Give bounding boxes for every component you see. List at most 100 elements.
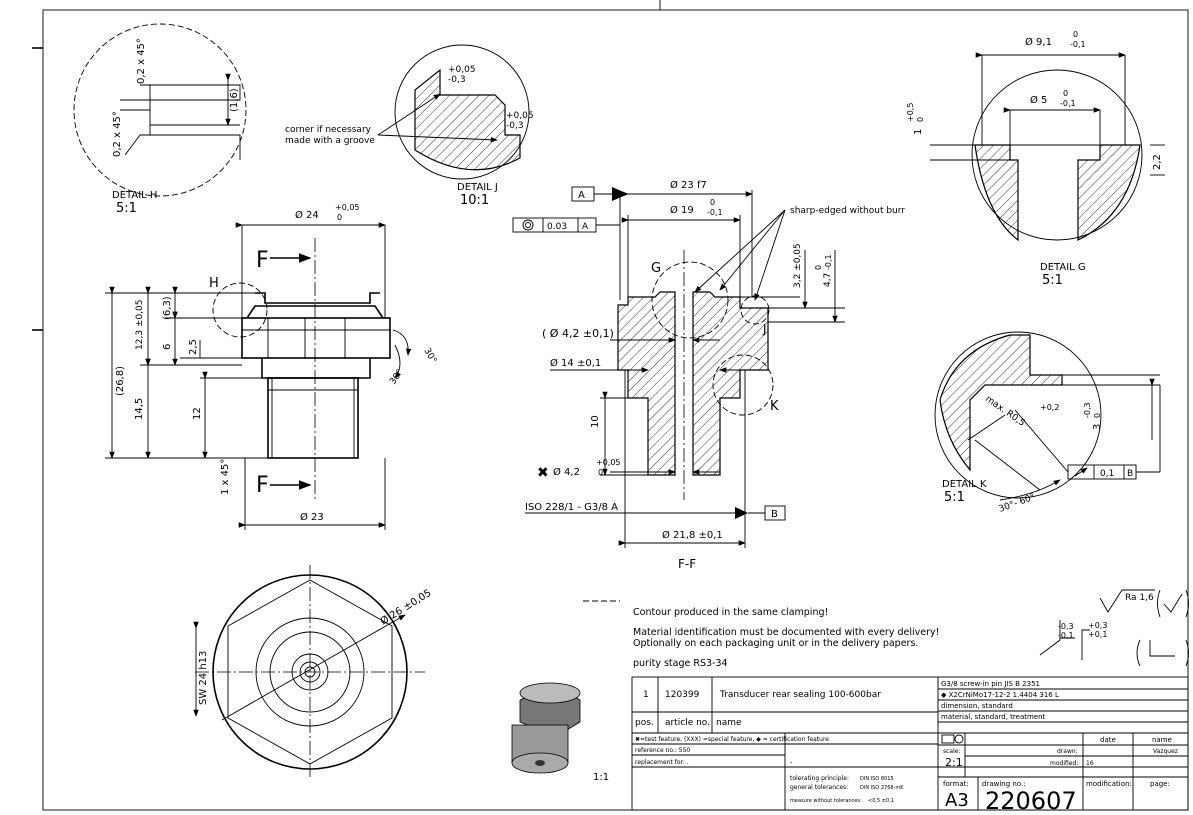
tb-material3: material, standard, treatment bbox=[941, 713, 1046, 721]
detail-h-dim-height: (1,6) bbox=[229, 88, 240, 112]
section-view-dim-4-7-tol-bot: -0,1 bbox=[824, 254, 833, 270]
surface-symbols: Ra 1,6 -0,3 -0,1 +0,3 +0,1 bbox=[1039, 589, 1189, 667]
section-view-detail-j: J bbox=[762, 322, 767, 336]
section-view-concentricity-ref: A bbox=[582, 222, 589, 232]
detail-g-dia-outer-tol-bot: -0,1 bbox=[1070, 40, 1086, 49]
detail-j-tol-2: -0,3 bbox=[448, 75, 466, 85]
tb-pos: 1 bbox=[643, 690, 649, 700]
section-view-dim-3-2: 3,2 ±0,05 bbox=[793, 243, 803, 288]
side-view-dim-12: 12 bbox=[192, 407, 203, 420]
section-view-dim-4-7-tol-top: 0 bbox=[814, 265, 823, 270]
side-view-angle-bottom: 30° bbox=[388, 368, 405, 387]
detail-g-dia-outer: Ø 9,1 bbox=[1025, 36, 1052, 48]
detail-k-tol-small: +0,2 bbox=[1040, 403, 1059, 412]
section-view-dia-19-tol-top: 0 bbox=[710, 198, 715, 207]
section-view-sharp-note: sharp-edged without burr bbox=[790, 206, 905, 216]
detail-k-radius: max. R0,5 bbox=[983, 394, 1026, 429]
tb-tol-principle-val: DIN ISO 8015 bbox=[860, 776, 894, 782]
tb-drawn-name: Vazquez bbox=[1153, 748, 1178, 755]
notes-line3: Optionally on each packaging unit or in … bbox=[633, 638, 918, 649]
tb-gen-tol-lbl: general tolerances: bbox=[790, 784, 848, 791]
tb-projection-icon bbox=[941, 734, 964, 744]
tb-scale-lbl: scale: bbox=[943, 748, 960, 755]
side-view-dia-top-tol-top: +0,05 bbox=[335, 203, 360, 212]
surface-tol-b-top: +0,3 bbox=[1088, 621, 1107, 630]
detail-j-tol-4: -0,3 bbox=[506, 121, 524, 131]
section-view-dia-4-2: Ø 4,2 bbox=[553, 466, 580, 478]
tb-drawing-no: 220607 bbox=[985, 787, 1077, 815]
section-view: G J K A 0.03 A Ø 23 f7 Ø 19 0 -0,1 sharp… bbox=[512, 179, 905, 571]
section-view-dim-4-7: 4,7 bbox=[823, 273, 833, 287]
detail-h-dim-chamfer-top: 0,2 x 45° bbox=[136, 38, 147, 84]
tb-tol-principle-lbl: tolerating principle: bbox=[790, 775, 849, 782]
section-view-label: F-F bbox=[678, 557, 696, 571]
tb-drawing-no-lbl: drawing no.: bbox=[982, 780, 1026, 788]
detail-g-dim-right: 2,2 bbox=[1152, 154, 1163, 170]
side-view-dia-bottom: Ø 23 bbox=[300, 511, 324, 523]
detail-k-runout-ref: B bbox=[1127, 469, 1133, 479]
detail-k-dim-3-tol-top: -0,3 bbox=[1083, 402, 1092, 418]
section-view-dia-4-2-tol-bot: 0 bbox=[598, 468, 603, 477]
side-view-dim-6: 6 bbox=[162, 344, 173, 350]
detail-g-dim-left-tol-bot: 0 bbox=[916, 117, 925, 122]
notes: Contour produced in the same clamping! M… bbox=[583, 600, 939, 669]
detail-g-label: DETAIL G bbox=[1040, 262, 1086, 273]
section-view-dia-23: Ø 23 f7 bbox=[670, 179, 707, 191]
detail-h-label: DETAIL H bbox=[112, 190, 157, 201]
notes-line1: Contour produced in the same clamping! bbox=[633, 607, 828, 618]
detail-k-dim-3-tol-bot: 0 bbox=[1093, 413, 1102, 418]
surface-tol-a-top: -0,3 bbox=[1058, 622, 1074, 631]
tb-format-lbl: format: bbox=[943, 780, 969, 788]
side-view-angle-top: 30° bbox=[421, 347, 438, 366]
tb-drawn-lbl: drawn: bbox=[1057, 748, 1078, 755]
detail-j-tol-3: +0,05 bbox=[506, 111, 534, 121]
side-view-dia-top-tol-bot: 0 bbox=[337, 213, 342, 222]
detail-j-label: DETAIL J bbox=[457, 182, 498, 193]
section-view-detail-g: G bbox=[651, 261, 661, 276]
drawing-frame bbox=[42, 9, 1189, 811]
side-view-dim-chamfer: 1 x 45° bbox=[220, 459, 231, 495]
detail-g: Ø 9,1 0 -0,1 Ø 5 0 -0,1 1 +0,5 0 2,2 DET… bbox=[906, 30, 1165, 288]
detail-g-dia-inner-tol-top: 0 bbox=[1063, 89, 1068, 98]
tb-name: Transducer rear sealing 100-600bar bbox=[719, 690, 881, 700]
tb-modified-val: 16 bbox=[1086, 760, 1094, 767]
detail-j-note-line1: corner if necessary bbox=[285, 125, 372, 135]
tb-hdr-pos: pos. bbox=[635, 718, 654, 728]
surface-ra: Ra 1,6 bbox=[1125, 593, 1154, 603]
side-view-dia-top: Ø 24 bbox=[295, 209, 319, 221]
iso-view: 1:1 bbox=[511, 682, 609, 783]
tb-hdr-name: name bbox=[716, 718, 742, 728]
detail-k: max. R0,5 +0,2 3 -0,3 0 30°- 60° 0,1 B D… bbox=[934, 331, 1161, 515]
section-view-dia-19-tol-bot: -0,1 bbox=[707, 208, 723, 217]
tb-page-lbl: page: bbox=[1150, 780, 1170, 788]
detail-k-label: DETAIL K bbox=[942, 479, 987, 490]
surface-tol-b-bot: +0,1 bbox=[1088, 630, 1107, 639]
side-view-section-letter-top: F bbox=[256, 248, 269, 273]
front-view-dia-26: Ø 26 ±0,05 bbox=[378, 587, 433, 628]
side-view-dim-14-5: 14,5 bbox=[134, 398, 145, 420]
tb-dot: . bbox=[790, 756, 793, 765]
section-view-dia-4-2-ref: ( Ø 4,2 ±0,1) bbox=[542, 327, 614, 340]
section-view-datum-a: A bbox=[578, 190, 585, 201]
tb-reference: reference no.: 550 bbox=[635, 747, 690, 754]
section-view-dim-10: 10 bbox=[590, 415, 601, 428]
tb-legend: ✖=test feature, (XXX) =special feature, … bbox=[635, 736, 829, 743]
surface-tol-a-bot: -0,1 bbox=[1058, 631, 1074, 640]
title-block: 1 120399 Transducer rear sealing 100-600… bbox=[631, 676, 1189, 815]
side-view-section-letter-bottom: F bbox=[256, 473, 269, 498]
side-view-dim-12-3: 12,3 ±0,05 bbox=[135, 300, 145, 350]
side-view-detail-h: H bbox=[209, 276, 219, 291]
section-view-thread: ISO 228/1 - G3/8 A bbox=[525, 502, 618, 513]
detail-h-dim-chamfer-side: 0,2 x 45° bbox=[112, 111, 123, 157]
detail-j-tol-1: +0,05 bbox=[448, 65, 476, 75]
section-view-datum-b: B bbox=[771, 509, 778, 520]
detail-g-dia-inner: Ø 5 bbox=[1030, 94, 1047, 106]
detail-g-dim-left: 1 bbox=[913, 129, 924, 135]
section-view-concentricity-value: 0.03 bbox=[547, 222, 567, 232]
notes-line4: purity stage RS3-34 bbox=[633, 658, 728, 669]
detail-g-dia-outer-tol-top: 0 bbox=[1073, 30, 1078, 39]
front-view: SW 24 h13 Ø 26 ±0,05 bbox=[193, 565, 433, 780]
side-view: H Ø 24 +0,05 0 Ø 23 F F (26,8) 12,3 ±0,0… bbox=[105, 203, 438, 530]
tb-gen-tol-val: DIN ISO 2768-mK bbox=[860, 785, 904, 791]
